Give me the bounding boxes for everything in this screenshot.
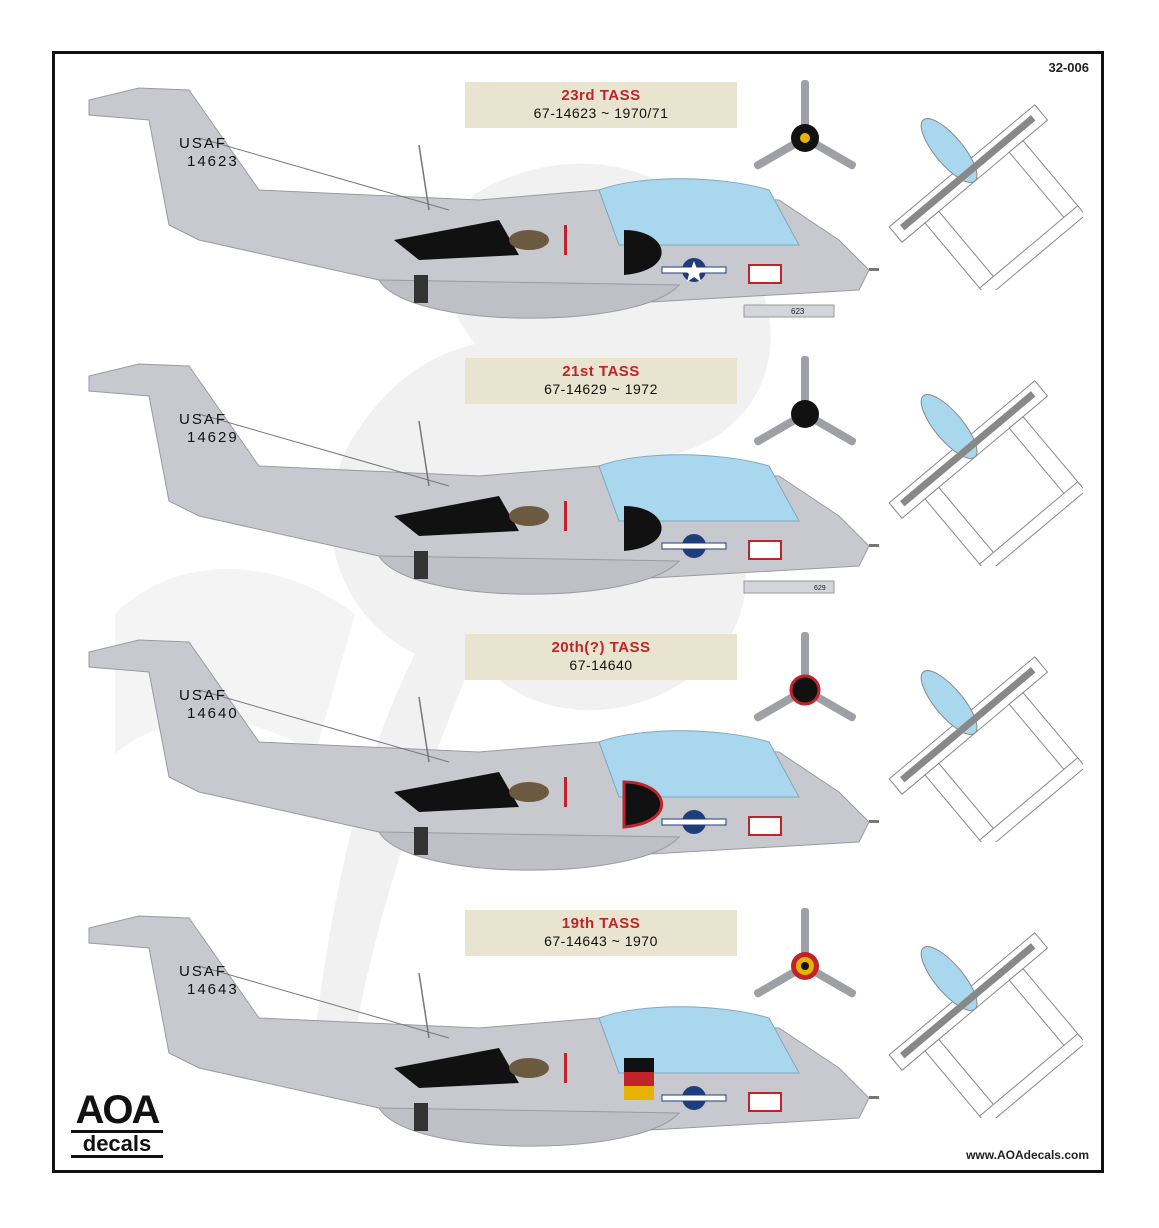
unit-name: 21st TASS <box>562 363 640 380</box>
side-profile-aircraft: USAF 14640 <box>88 639 879 871</box>
serial-number: 67-14643 ~ 1970 <box>544 933 658 949</box>
tail-text-usaf: USAF <box>179 135 227 152</box>
serial-number: 67-14640 <box>569 657 633 673</box>
sheet-number: 32-006 <box>1048 60 1089 75</box>
top-view-aircraft <box>888 104 1083 290</box>
aircraft-body <box>88 915 879 1147</box>
side-profile-aircraft: USAF 14623 623 <box>88 87 879 319</box>
aircraft-body <box>88 363 879 595</box>
unit-name: 23rd TASS <box>561 87 641 104</box>
top-view-aircraft <box>888 380 1083 566</box>
side-profile-aircraft: USAF 14629 629 <box>88 363 879 595</box>
tail-serial: 14643 <box>187 981 239 998</box>
fuselage-strip-decal: 623 <box>743 304 835 318</box>
unit-name: 19th TASS <box>561 915 641 932</box>
profile-row-2: 21st TASS 67-14629 ~ 1972 USAF 1 <box>55 330 1101 606</box>
tail-text-usaf: USAF <box>179 963 227 980</box>
logo-decals-text: decals <box>71 1130 163 1158</box>
decal-sheet-frame: 32-006 23rd TASS 67-14623 ~ 1970/71 <box>52 51 1104 1173</box>
profile-row-1: 23rd TASS 67-14623 ~ 1970/71 <box>55 54 1101 330</box>
aoa-decals-logo: AOA decals <box>71 1088 163 1158</box>
propeller-detail <box>753 80 857 170</box>
profile-caption: 19th TASS 67-14643 ~ 1970 <box>465 910 737 956</box>
serial-number: 67-14623 ~ 1970/71 <box>533 105 669 121</box>
tail-text-usaf: USAF <box>179 687 227 704</box>
top-view-aircraft <box>888 932 1083 1118</box>
tail-serial: 14623 <box>187 153 239 170</box>
strip-text: 623 <box>791 307 805 316</box>
top-view-aircraft <box>888 656 1083 842</box>
profile-caption: 20th(?) TASS 67-14640 <box>465 634 737 680</box>
profile-caption: 21st TASS 67-14629 ~ 1972 <box>465 358 737 404</box>
side-profile-aircraft: USAF 14643 <box>88 915 879 1147</box>
propeller-detail <box>753 632 857 722</box>
profile-row-4: 19th TASS 67-14643 ~ 1970 <box>55 882 1101 1158</box>
unit-name: 20th(?) TASS <box>551 639 651 656</box>
serial-number: 67-14629 ~ 1972 <box>544 381 658 397</box>
profile-caption: 23rd TASS 67-14623 ~ 1970/71 <box>465 82 737 128</box>
tail-serial: 14629 <box>187 429 239 446</box>
aircraft-body <box>88 639 879 871</box>
fuselage-strip-decal: 629 <box>743 580 835 594</box>
propeller-detail <box>753 356 857 446</box>
strip-text: 629 <box>814 585 826 592</box>
aircraft-body <box>88 87 879 319</box>
propeller-detail <box>753 908 857 998</box>
tail-serial: 14640 <box>187 705 239 722</box>
website-url: www.AOAdecals.com <box>966 1148 1089 1162</box>
tail-text-usaf: USAF <box>179 411 227 428</box>
profile-row-3: 20th(?) TASS 67-14640 USAF 14640 <box>55 606 1101 882</box>
logo-aoa-text: AOA <box>75 1088 161 1132</box>
